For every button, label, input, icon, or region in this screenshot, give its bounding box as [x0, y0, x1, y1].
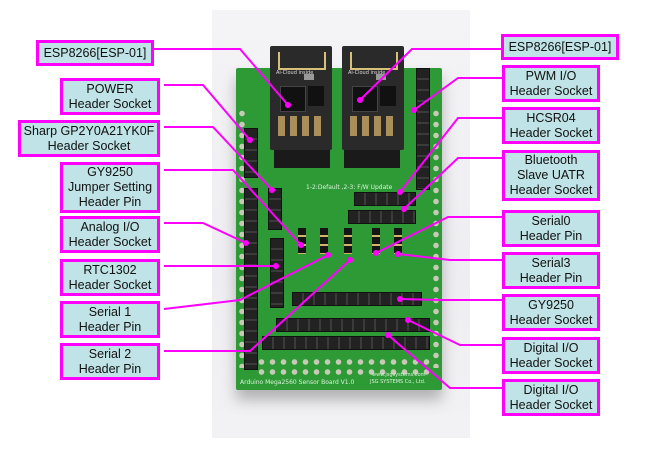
- label-esp8266-left: ESP8266[ESP-01]: [36, 40, 154, 66]
- label-line: Header Socket: [509, 83, 593, 98]
- label-serial3: Serial3 Header Pin: [502, 252, 600, 289]
- flash-chip: [380, 86, 396, 106]
- bluetooth-header: [348, 210, 416, 224]
- label-line: Jumper Setting: [67, 180, 153, 194]
- digital-io-socket-2: [262, 336, 430, 350]
- label-line: Analog I/O: [80, 219, 140, 234]
- label-line: Header Pin: [78, 319, 142, 334]
- label-esp8266-right: ESP8266[ESP-01]: [501, 34, 619, 60]
- rtc1302-header: [270, 238, 284, 308]
- label-pwm-io: PWM I/O Header Socket: [502, 65, 600, 102]
- label-serial0: Serial0 Header Pin: [502, 210, 600, 247]
- antenna-trace: [278, 52, 326, 70]
- label-digital-io-1: Digital I/O Header Socket: [502, 337, 600, 374]
- label-line: Serial 1: [88, 304, 132, 319]
- label-line: Header Pin: [519, 228, 583, 243]
- label-line: Serial3: [531, 255, 571, 270]
- label-line: Header Socket: [509, 312, 593, 327]
- label-line: HCSR04: [526, 110, 576, 125]
- flash-chip: [308, 86, 324, 106]
- label-line: Digital I/O: [523, 340, 579, 355]
- label-line: Header Pin: [78, 195, 142, 209]
- serial3-pins: [394, 228, 402, 254]
- label-line: Header Socket: [509, 397, 593, 412]
- label-line: ESP8266[ESP-01]: [508, 39, 612, 54]
- esp-socket-right: [344, 150, 400, 168]
- gy9250-socket: [292, 292, 422, 306]
- label-line: Serial0: [531, 213, 571, 228]
- label-line: PWM I/O: [525, 68, 577, 83]
- bottom-pins-1: [256, 358, 432, 366]
- label-line: Header Pin: [78, 361, 142, 376]
- label-line: Header Socket: [509, 183, 593, 197]
- gy9250-jumper: [298, 228, 306, 254]
- label-gy9250-socket: GY9250 Header Socket: [502, 294, 600, 331]
- board-url: www.jsgsystems.com: [372, 372, 426, 378]
- label-line: Digital I/O: [523, 382, 579, 397]
- antenna-trace: [350, 52, 398, 70]
- serial0-pins: [372, 228, 380, 254]
- hcsr04-header: [354, 192, 416, 206]
- label-line: RTC1302: [83, 262, 137, 277]
- pwm-io-header: [416, 68, 430, 190]
- bottom-pins-2: [256, 368, 432, 376]
- board-name: Arduino Mega2560 Sensor Board V1.0: [240, 379, 355, 386]
- esp8266-module-left: Ai-Cloud inside: [270, 46, 332, 150]
- label-line: Serial 2: [88, 346, 132, 361]
- label-serial1: Serial 1 Header Pin: [60, 301, 160, 338]
- label-line: Bluetooth: [524, 153, 578, 167]
- label-gy9250-jumper: GY9250 Jumper Setting Header Pin: [60, 162, 160, 213]
- label-analog-io: Analog I/O Header Socket: [60, 216, 160, 253]
- label-line: Header Pin: [519, 270, 583, 285]
- board-company: JSG SYSTEMS Co., Ltd.: [370, 379, 426, 385]
- module-pins: [278, 116, 324, 136]
- label-line: GY9250: [87, 165, 133, 179]
- serial2-pins: [344, 228, 352, 254]
- crystal: [376, 74, 386, 80]
- right-edge-pins: [432, 108, 440, 368]
- jumper-note: 1-2:Default ,2-3: F/W Update: [306, 184, 393, 191]
- label-digital-io-2: Digital I/O Header Socket: [502, 379, 600, 416]
- module-text: Ai-Cloud inside: [276, 70, 314, 76]
- label-serial2: Serial 2 Header Pin: [60, 343, 160, 380]
- serial1-pins: [320, 228, 328, 254]
- label-hcsr04: HCSR04 Header Socket: [502, 107, 600, 144]
- module-pins: [350, 116, 396, 136]
- label-line: ESP8266[ESP-01]: [43, 45, 147, 60]
- power-header: [244, 128, 258, 178]
- label-line: POWER: [86, 81, 134, 96]
- label-line: Slave UATR: [517, 168, 585, 182]
- label-bluetooth: Bluetooth Slave UATR Header Socket: [502, 150, 600, 201]
- digital-io-socket-1: [276, 318, 430, 332]
- pcb-board: Ai-Cloud inside Ai-Cloud inside 1-2:Defa…: [236, 46, 442, 390]
- label-line: Header Socket: [509, 355, 593, 370]
- esp-socket-left: [274, 150, 330, 168]
- label-line: Header Socket: [68, 277, 152, 292]
- label-line: Header Socket: [68, 96, 152, 111]
- esp-chip: [280, 86, 306, 112]
- label-line: Header Socket: [509, 125, 593, 140]
- label-line: Sharp GP2Y0A21YK0F: [23, 123, 155, 138]
- label-power: POWER Header Socket: [60, 78, 160, 115]
- label-line: Header Socket: [68, 234, 152, 249]
- label-line: GY9250: [528, 297, 574, 312]
- label-sharp: Sharp GP2Y0A21YK0F Header Socket: [18, 120, 160, 157]
- label-line: Header Socket: [47, 138, 131, 153]
- esp8266-module-right: Ai-Cloud inside: [342, 46, 404, 150]
- analog-io-header: [244, 188, 258, 370]
- esp-chip: [352, 86, 378, 112]
- sharp-header: [268, 188, 282, 230]
- label-rtc1302: RTC1302 Header Socket: [60, 259, 160, 296]
- crystal: [304, 74, 314, 80]
